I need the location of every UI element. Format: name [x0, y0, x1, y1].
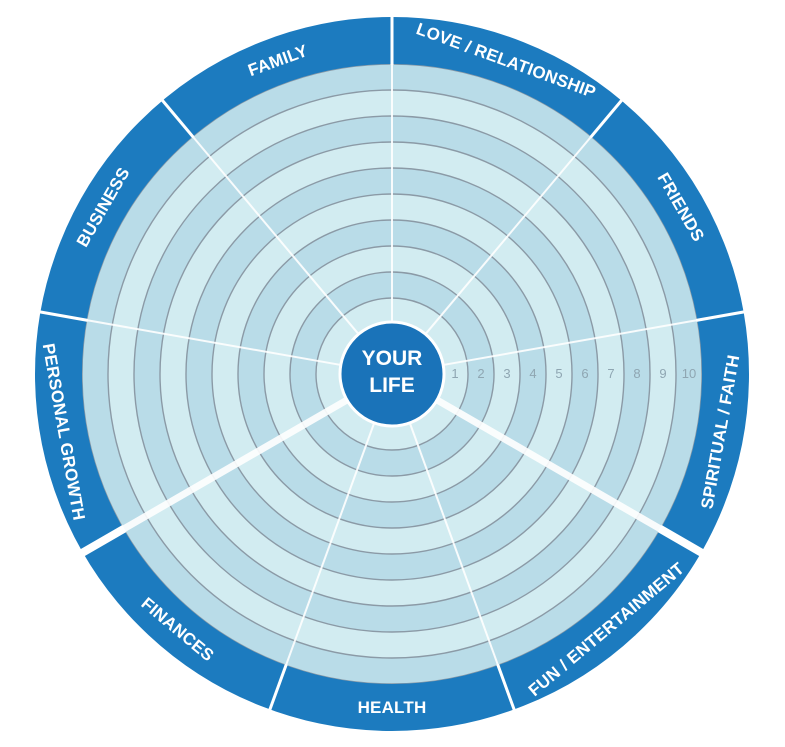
segment-dividers — [38, 15, 746, 712]
band-divider — [696, 310, 746, 322]
segment-divider — [441, 319, 698, 367]
scale-number-10: 10 — [682, 366, 696, 381]
band-divider — [657, 525, 705, 557]
segment-divider — [86, 319, 343, 367]
scale-number-4: 4 — [529, 366, 536, 381]
scale-number-9: 9 — [659, 366, 666, 381]
scale-number-8: 8 — [633, 366, 640, 381]
score-scale: 1 2 3 4 5 6 7 8 9 10 — [451, 366, 696, 381]
segment-divider — [191, 135, 361, 337]
segment-divider — [423, 135, 593, 337]
scale-number-6: 6 — [581, 366, 588, 381]
scale-number-3: 3 — [503, 366, 510, 381]
center-circle — [338, 320, 446, 428]
scale-number-5: 5 — [555, 366, 562, 381]
segment-divider — [433, 395, 663, 533]
scale-number-7: 7 — [607, 366, 614, 381]
center-label-line1: YOUR — [362, 347, 423, 370]
center-label-line2: LIFE — [369, 374, 415, 397]
scale-number-2: 2 — [477, 366, 484, 381]
band-divider — [38, 310, 88, 322]
segment-divider — [285, 420, 376, 666]
segment-divider — [121, 395, 351, 533]
band-divider — [79, 525, 127, 557]
segment-divider — [408, 420, 499, 666]
band-divider — [160, 98, 195, 139]
score-rings — [81, 63, 703, 685]
band-divider — [267, 663, 288, 712]
band-divider — [589, 98, 624, 139]
segment-label-health: HEALTH — [358, 698, 427, 717]
band-divider — [496, 663, 517, 712]
scale-number-1: 1 — [451, 366, 458, 381]
